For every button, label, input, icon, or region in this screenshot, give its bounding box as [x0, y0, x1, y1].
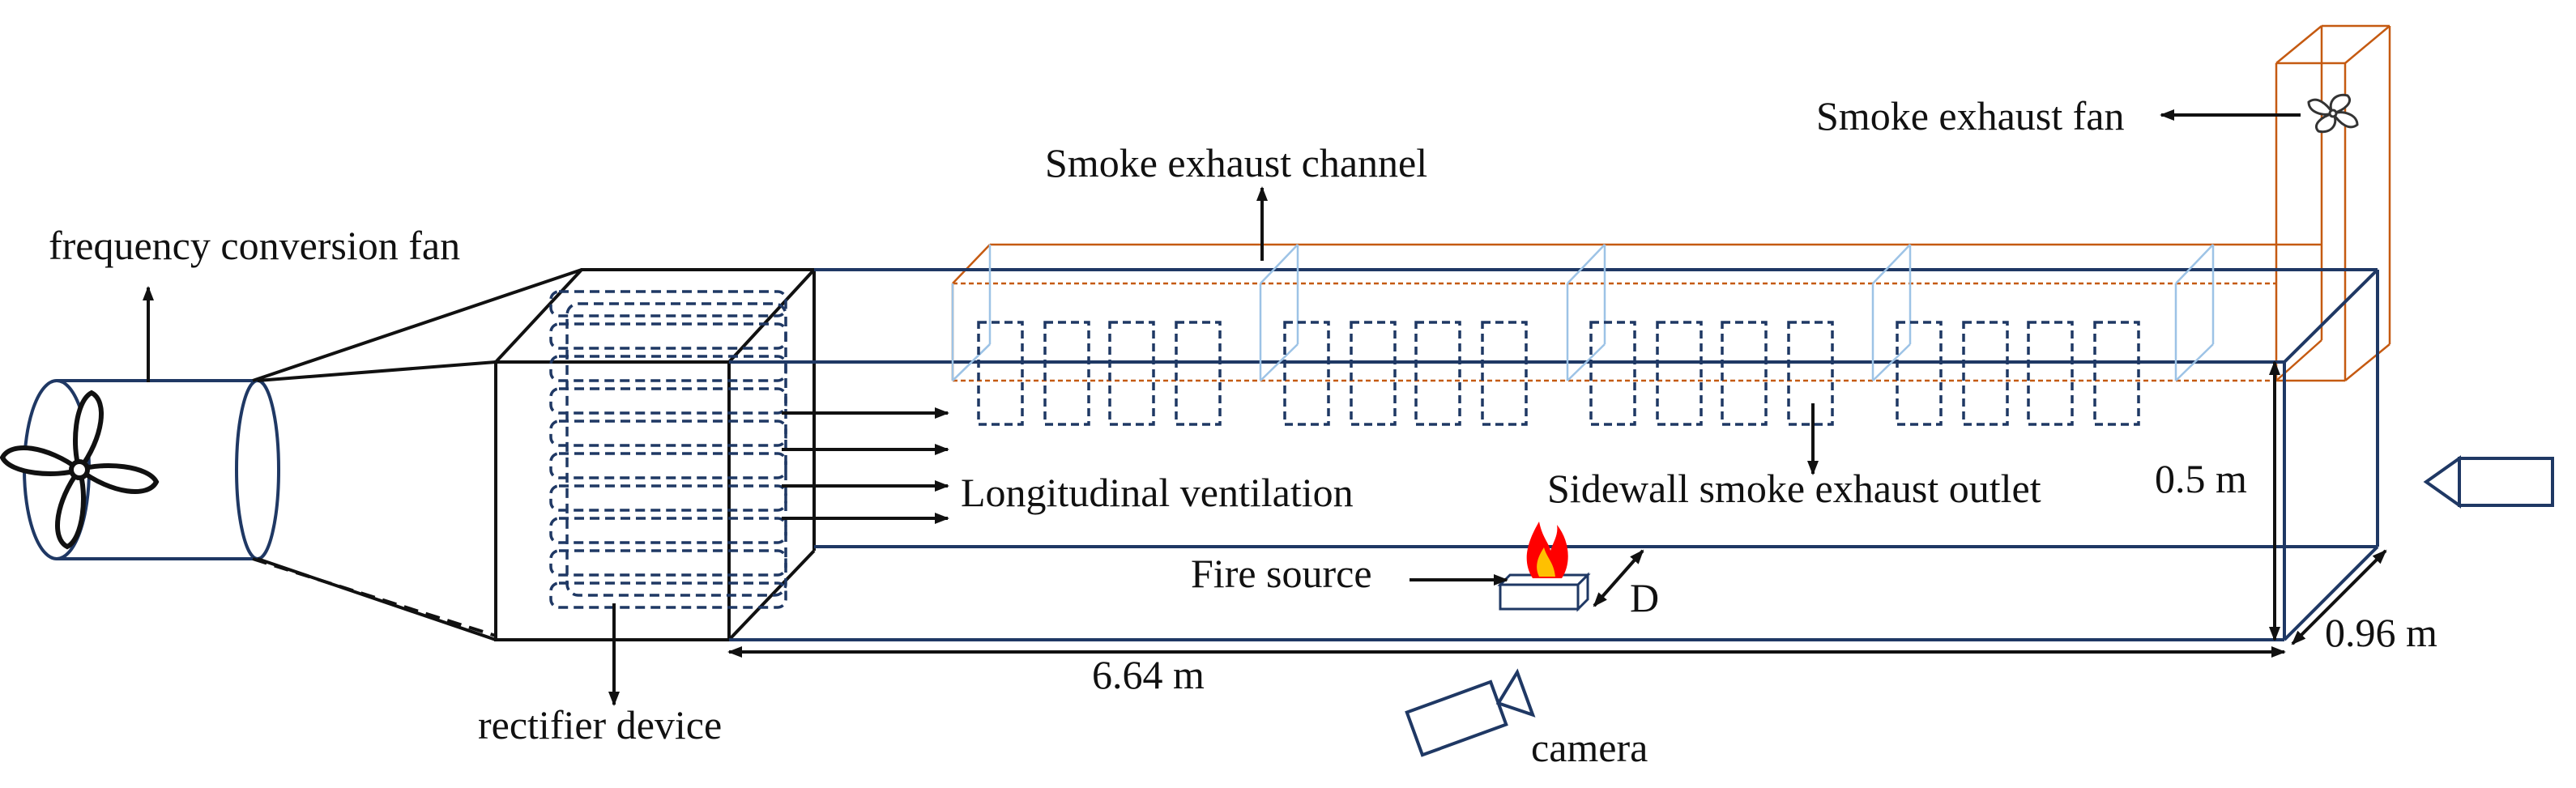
length-label: 6.64 m — [1092, 652, 1205, 697]
tunnel-body — [729, 268, 2379, 641]
frequency-conversion-fan — [0, 286, 280, 560]
sidewall-outlets — [977, 321, 2140, 426]
longitudinal-ventilation-label: Longitudinal ventilation — [961, 470, 1354, 515]
camera-icon — [1405, 668, 1536, 757]
fire-source — [1497, 522, 1591, 612]
fire-source-label: Fire source — [1191, 551, 1372, 596]
width-label: 0.96 m — [2325, 610, 2437, 655]
flame-icon — [1526, 522, 1568, 578]
height-label: 0.5 m — [2155, 456, 2247, 501]
smoke-exhaust-channel — [951, 24, 2391, 382]
frequency-fan-label: frequency conversion fan — [49, 223, 460, 268]
side-camera-icon — [2423, 455, 2554, 509]
sidewall-outlet-label: Sidewall smoke exhaust outlet — [1547, 466, 2041, 511]
width-dimension — [2291, 549, 2387, 645]
d-dimension-arrow — [1593, 549, 1644, 607]
camera-label: camera — [1531, 725, 1648, 770]
ventilation-arrows — [782, 407, 949, 524]
smoke-fan-label: Smoke exhaust fan — [1816, 93, 2124, 138]
fan-blade-icon — [0, 390, 160, 550]
d-label: D — [1630, 575, 1659, 620]
rectifier-label: rectifier device — [478, 702, 722, 748]
smoke-exhaust-fan-icon — [2307, 93, 2359, 134]
glass-panels — [951, 244, 2215, 381]
rectifier-tubes — [549, 290, 787, 609]
transition-section — [252, 268, 582, 641]
smoke-channel-label: Smoke exhaust channel — [1045, 140, 1427, 185]
